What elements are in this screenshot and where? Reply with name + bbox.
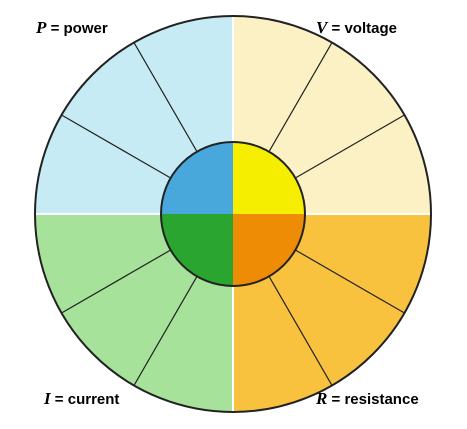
current-legend-symbol: I	[44, 389, 51, 408]
resistance-legend-symbol: R	[316, 389, 328, 408]
sector-divider	[133, 42, 198, 152]
current-legend-text: = current	[54, 391, 120, 408]
center-resistance-quadrant	[233, 214, 305, 286]
sector-divider	[268, 276, 333, 386]
center-power-quadrant	[161, 142, 233, 214]
power-legend-symbol: P	[36, 18, 47, 37]
voltage-legend-text: = voltage	[331, 20, 397, 37]
spokes	[35, 16, 431, 412]
sector-divider	[268, 42, 333, 152]
resistance-legend: R = resistance	[316, 389, 419, 409]
center-rim	[160, 141, 306, 287]
outer-rim	[34, 15, 432, 413]
sector-divider	[295, 114, 405, 179]
sector-divider	[61, 114, 171, 179]
resistance-legend-text: = resistance	[331, 391, 419, 408]
voltage-legend: V = voltage	[316, 18, 397, 38]
sector-divider	[61, 249, 171, 314]
center-current-quadrant	[161, 214, 233, 286]
power-legend-text: = power	[50, 20, 108, 37]
current-legend: I = current	[44, 389, 119, 409]
center-voltage-quadrant	[233, 142, 305, 214]
sector-divider	[133, 276, 198, 386]
power-legend: P = power	[36, 18, 108, 38]
sector-divider	[295, 249, 405, 314]
voltage-legend-symbol: V	[316, 18, 328, 37]
